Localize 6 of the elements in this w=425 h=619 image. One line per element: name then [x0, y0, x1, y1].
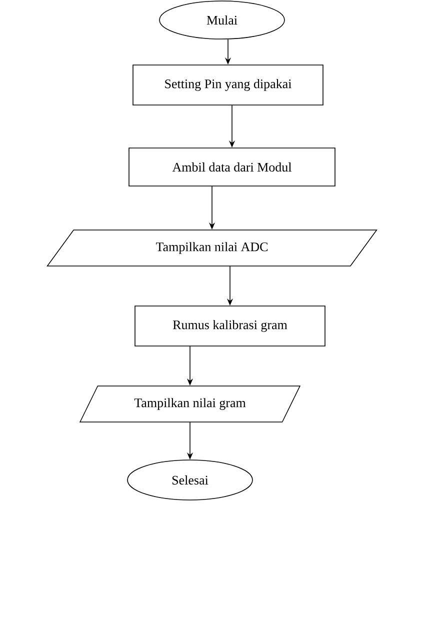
- process-box: Rumus kalibrasi gram: [134, 306, 326, 346]
- process-box: Ambil data dari Modul: [128, 148, 336, 186]
- terminator-oval: Selesai: [127, 460, 253, 500]
- input-output-parallelogram: Tampilkan nilai ADC: [46, 230, 378, 266]
- process-box: Setting Pin yang dipakai: [132, 64, 324, 106]
- terminator-oval: Mulai: [159, 0, 285, 40]
